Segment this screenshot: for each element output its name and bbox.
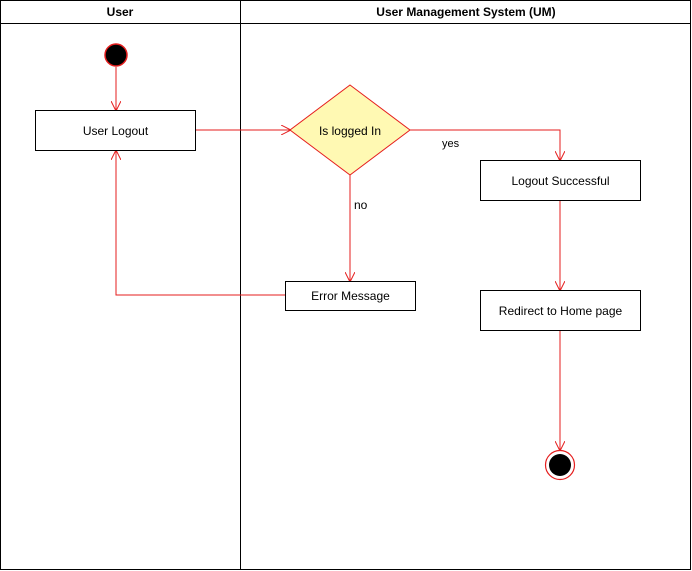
end-node xyxy=(544,449,576,481)
node-logout-successful: Logout Successful xyxy=(480,160,641,201)
start-node xyxy=(104,43,128,67)
flow-edges xyxy=(116,67,560,450)
end-node-inner xyxy=(549,454,571,476)
node-error-message: Error Message xyxy=(285,281,416,311)
node-user-logout-box xyxy=(35,110,196,151)
lane-title-user: User xyxy=(107,5,134,19)
edge-label-no: no xyxy=(354,198,368,212)
node-user-logout: User Logout xyxy=(35,110,196,151)
node-logout-successful-label: Logout Successful xyxy=(511,174,609,188)
node-redirect-home: Redirect to Home page xyxy=(480,290,641,331)
edge-decision-yes xyxy=(410,129,560,160)
node-logout-successful-box xyxy=(480,160,641,201)
node-error-message-label: Error Message xyxy=(311,289,390,303)
node-redirect-home-box xyxy=(480,290,641,331)
edge-error-to-logout xyxy=(116,151,286,296)
decision-label: Is logged In xyxy=(319,124,381,138)
decision-diamond xyxy=(289,84,411,176)
lane-title-um: User Management System (UM) xyxy=(376,5,555,19)
node-user-logout-label: User Logout xyxy=(83,124,149,138)
node-redirect-home-label: Redirect to Home page xyxy=(499,304,623,318)
node-error-message-box xyxy=(285,281,416,311)
decision-is-logged-in: Is logged In xyxy=(289,84,411,176)
edge-label-yes: yes xyxy=(442,138,460,150)
